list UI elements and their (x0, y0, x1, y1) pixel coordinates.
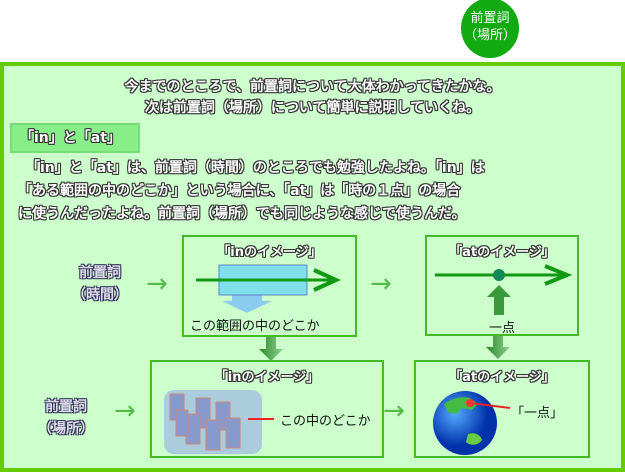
point-arrow-illustration (435, 264, 573, 315)
row-label-place: 前置詞 （場所） (38, 396, 94, 440)
down-arrow-icon (486, 335, 510, 359)
at-time-image-box: 「atのイメージ」 一点 (425, 235, 579, 336)
explanation-paragraph: 「in」と「at」は、前置詞（時間）のところでも勉強したよね。「in」は 「ある… (18, 157, 613, 226)
globe-icon (433, 391, 511, 455)
right-arrow-icon: → (146, 269, 168, 299)
box-caption: 「一点」 (511, 406, 564, 421)
right-arrow-icon: → (383, 396, 405, 426)
paragraph-line: 「in」と「at」は、前置詞（時間）のところでも勉強したよね。「in」は (26, 160, 485, 176)
box-title: 「atのイメージ」 (449, 245, 555, 260)
right-arrow-icon: → (370, 269, 392, 299)
intro-line: 今までのところで、前置詞について大体わかってきたかな。 (124, 79, 501, 95)
at-place-image-box: 「atのイメージ」 「一点」 (414, 360, 590, 458)
range-arrow-illustration (196, 264, 341, 313)
badge-line1: 前置詞 (470, 11, 510, 26)
row-label-line: 前置詞 (79, 265, 121, 281)
paragraph-line: 「ある範囲の中のどこか」という場合に、「at」は「時の１点」の場合 (18, 183, 461, 199)
row-label-line: （時間） (72, 287, 128, 303)
row-label-line: （場所） (38, 421, 94, 437)
box-caption: この範囲の中のどこか (190, 319, 320, 334)
down-arrow-icon (259, 337, 283, 361)
section-label: 「in」と「at」 (10, 123, 140, 153)
in-time-image-box: 「inのイメージ」 この範囲の中のどこか (182, 235, 357, 337)
box-title: 「atのイメージ」 (449, 370, 555, 385)
box-title: 「inのイメージ」 (214, 370, 320, 385)
buildings-icon (164, 390, 262, 454)
paragraph-line: に使うんだったよね。前置詞（場所）でも同じような感じで使うんだ。 (18, 206, 466, 222)
box-title: 「inのイメージ」 (217, 245, 322, 260)
box-caption: 一点 (488, 321, 515, 336)
box-caption: この中のどこか (280, 414, 371, 429)
badge-line2: （場所） (463, 28, 516, 43)
intro-line: 次は前置詞（場所）について簡単に説明していくね。 (144, 100, 481, 116)
row-label-line: 前置詞 (45, 399, 87, 415)
intro-text: 今までのところで、前置詞について大体わかってきたかな。 次は前置詞（場所）につい… (4, 77, 621, 119)
topic-badge: 前置詞 （場所） (461, 0, 519, 58)
pointer-line (248, 418, 274, 420)
in-place-image-box: 「inのイメージ」 この中のどこか (150, 360, 384, 458)
row-label-time: 前置詞 （時間） (72, 262, 128, 306)
right-arrow-icon: → (114, 396, 136, 426)
